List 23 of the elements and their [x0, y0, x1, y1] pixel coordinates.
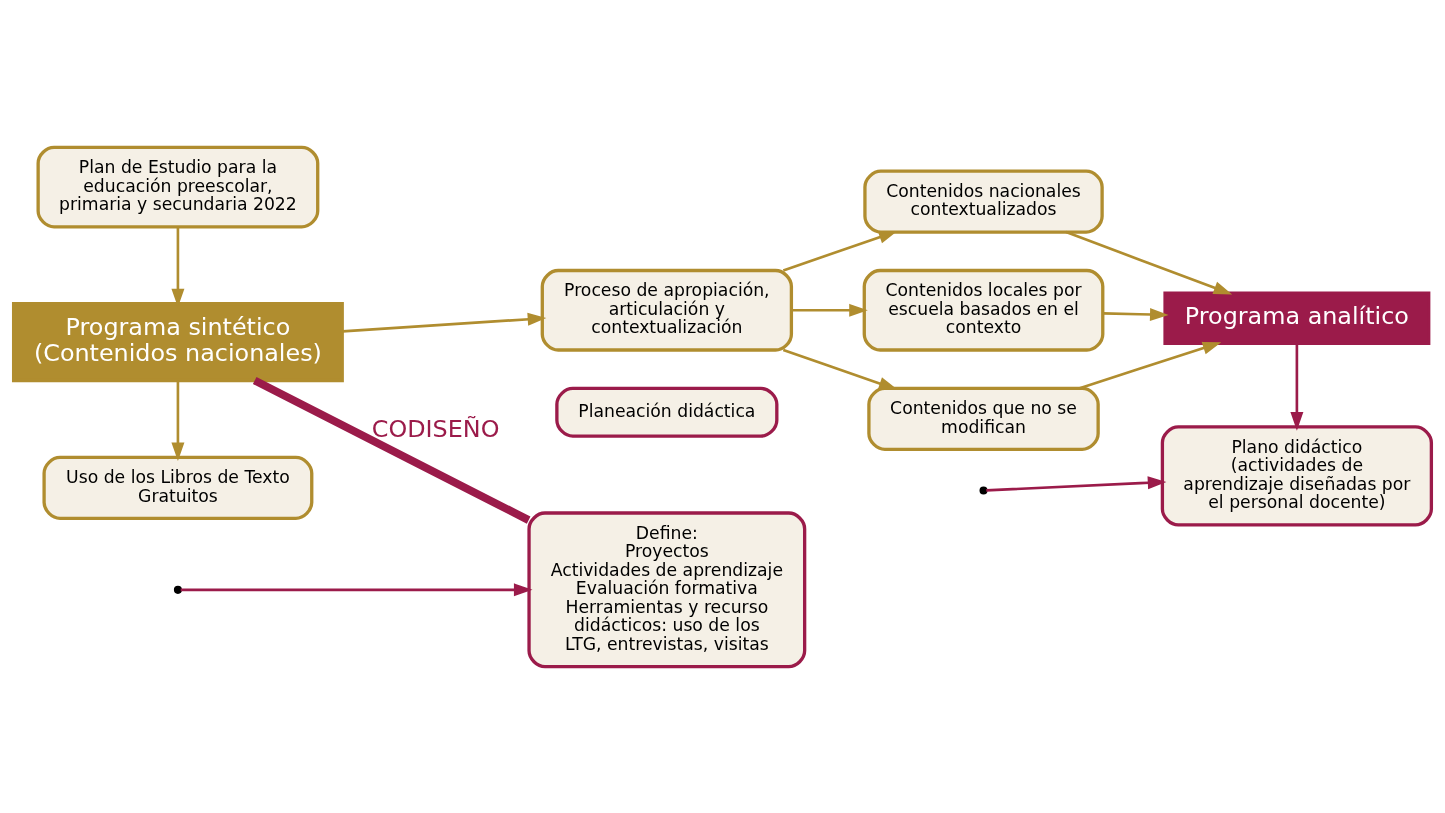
node-box: Contenidos locales por escuela basados en el contexto — [862, 268, 1105, 352]
arrow — [1065, 230, 1233, 294]
connector — [252, 376, 531, 524]
arrow — [791, 303, 868, 317]
node-box: Programa sintético (Contenidos nacionales) — [11, 301, 344, 382]
node-box: Contenidos nacionales contextualizados — [863, 169, 1104, 234]
node-box: Planeación didáctica — [555, 386, 779, 438]
node-box: Contenidos que no se modifican — [867, 386, 1100, 451]
node-box: Programa analítico — [1163, 290, 1431, 345]
arrow — [986, 475, 1167, 492]
arrow — [180, 582, 533, 596]
node-box: Proceso de apropiación, articulación y contextualización — [540, 268, 794, 352]
arrow — [342, 312, 547, 333]
arrow — [1103, 307, 1169, 321]
node-box: Plan de Estudio para la educación preescolar, primaria y secundaria 2022 — [36, 145, 320, 228]
arrow — [1290, 343, 1304, 431]
edge-label: CODISEÑO — [371, 414, 500, 443]
arrow — [171, 380, 185, 461]
node-box: Define: Proyectos Actividades de aprendizaje Evaluación formativa Herramientas y recurso didácticos: uso de los LTG, entrevistas, visitas — [527, 510, 807, 668]
node-box: Uso de los Libros de Texto Gratuitos — [42, 455, 314, 520]
arrow — [1078, 341, 1222, 390]
arrow — [782, 230, 898, 272]
node-box: Plano didáctico (actividades de aprendizaje diseñadas por el personal docente) — [1160, 424, 1434, 527]
